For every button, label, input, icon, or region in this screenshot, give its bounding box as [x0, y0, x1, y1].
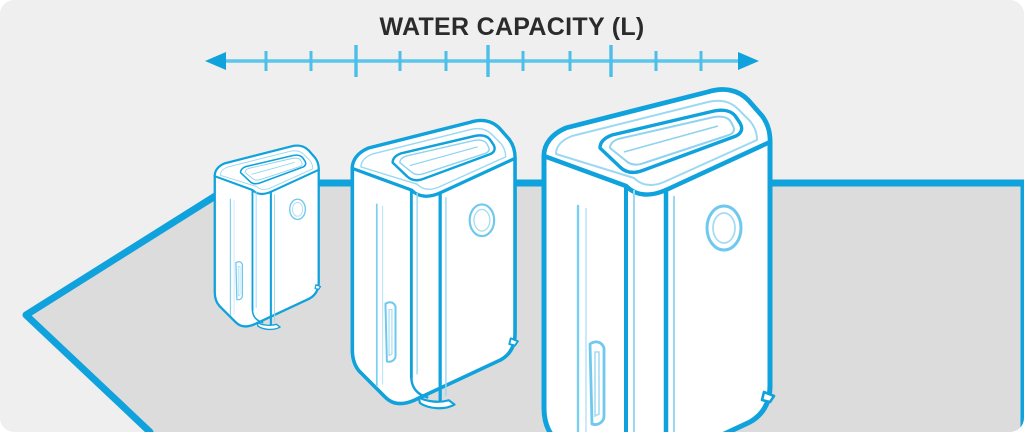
axis-ticks	[264, 45, 703, 77]
floor-platform	[22, 179, 1024, 432]
product-large-dehumidifier[interactable]	[544, 90, 774, 432]
water-capacity-axis	[205, 45, 759, 77]
product-small-dehumidifier[interactable]	[213, 144, 322, 331]
arrow-left-icon	[205, 52, 226, 70]
product-medium-dehumidifier[interactable]	[350, 118, 520, 411]
arrow-right-icon	[738, 52, 759, 70]
